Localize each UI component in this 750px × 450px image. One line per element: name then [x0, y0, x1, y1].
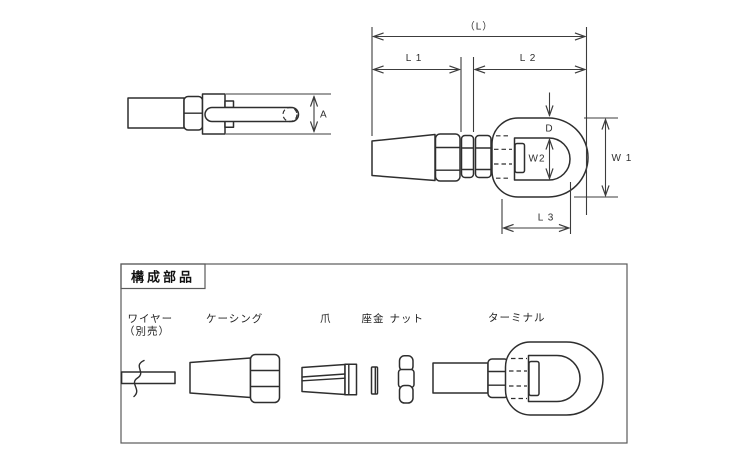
part-claw [301, 363, 358, 396]
label-wire: ワイヤー [128, 313, 174, 325]
dim-overall-length-label: （L） [465, 21, 494, 33]
part-wire [120, 359, 176, 398]
parts-panel: 構成部品 ワイヤー （別売） ケーシング 爪 座金 ナット ターミナル [120, 263, 628, 444]
dim-l3-label: L 3 [538, 213, 555, 224]
label-casing: ケーシング [206, 312, 263, 325]
part-washer [370, 366, 379, 395]
label-terminal: ターミナル [488, 312, 546, 324]
parts-panel-title: 構成部品 [131, 270, 195, 285]
parts-panel-title-box [120, 263, 206, 290]
main-nut [474, 134, 492, 179]
dim-a: A [226, 93, 331, 135]
main-casing-hex [434, 133, 461, 182]
part-nut [397, 355, 415, 404]
side-view [127, 93, 300, 135]
dim-l1-label: L 1 [406, 53, 423, 64]
label-wire-note: （別売） [124, 325, 170, 338]
main-eye-pin [514, 142, 526, 174]
dim-d-label: D [545, 124, 553, 135]
dim-w2-label: W2 [529, 154, 546, 165]
main-washer [460, 134, 475, 179]
label-nut: ナット [390, 313, 425, 325]
part-terminal [432, 341, 604, 416]
part-casing [189, 353, 281, 404]
main-view-dimensions: （L） L 1 L 2 D W2 W 1 L 3 [371, 21, 633, 234]
parts-panel-border [120, 263, 628, 444]
side-view-hidden-hole [282, 106, 298, 123]
dim-w1-label: W 1 [612, 153, 633, 164]
side-view-sleeve [127, 97, 185, 129]
label-claw: 爪 [320, 313, 332, 325]
main-view [371, 117, 589, 198]
main-eye-inner [513, 137, 571, 181]
main-casing-cone [371, 133, 436, 182]
dim-a-label: A [320, 110, 328, 121]
side-view-eye-edge [204, 106, 300, 123]
dim-l2-label: L 2 [520, 53, 537, 64]
label-washer: 座金 [362, 312, 385, 325]
